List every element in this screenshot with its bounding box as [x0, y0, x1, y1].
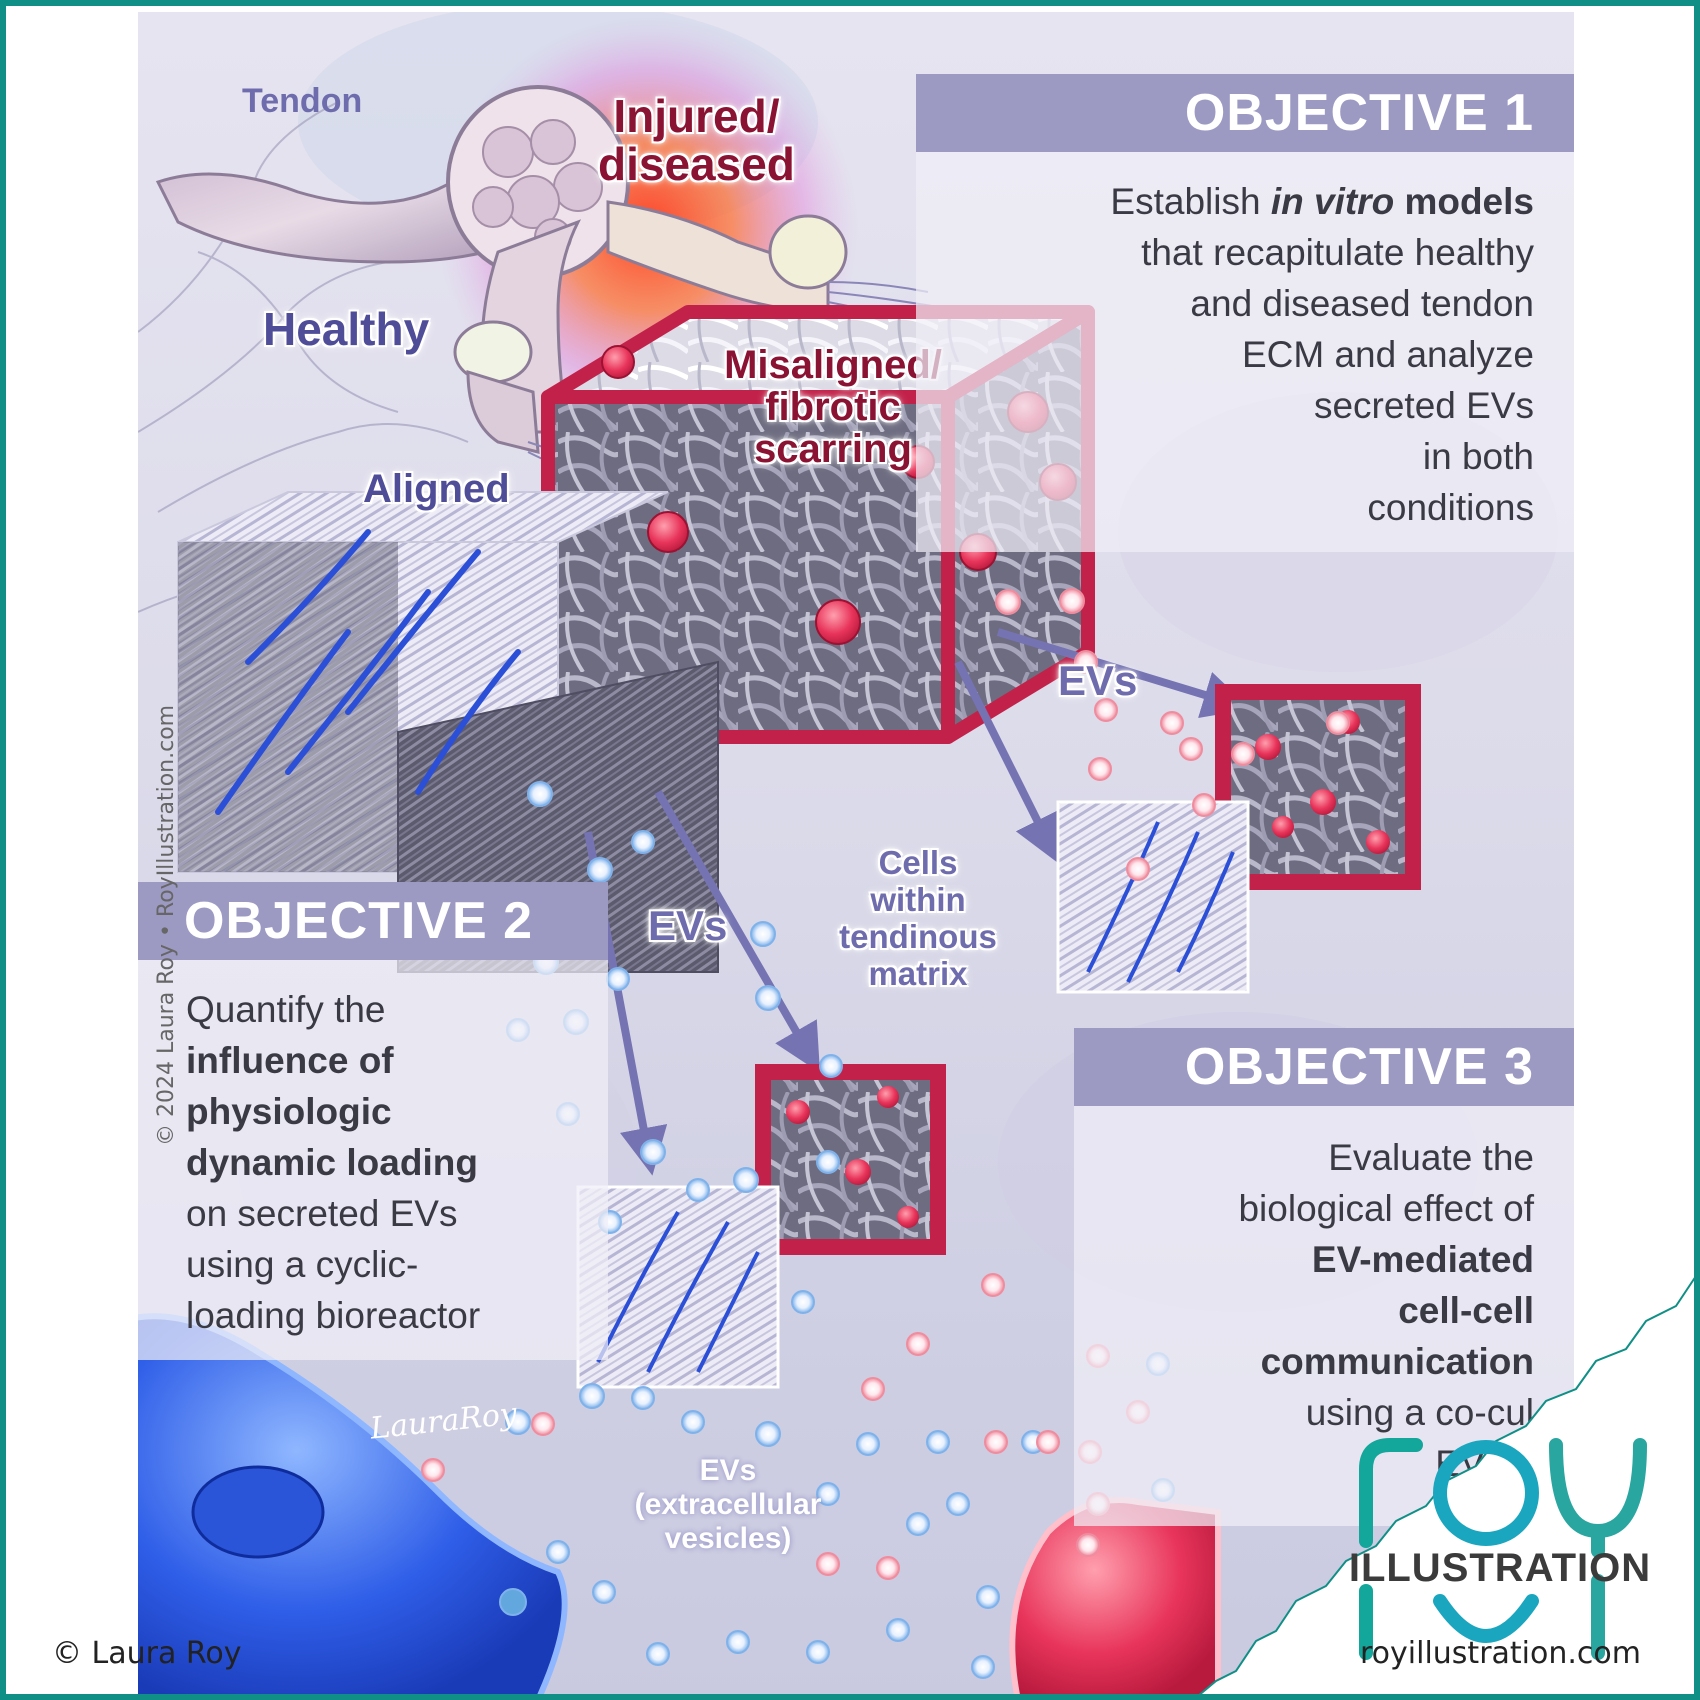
injured-label: Injured/ diseased	[598, 92, 795, 188]
objective-text-line: EV-mediated	[1078, 1234, 1534, 1285]
objective-text-run: biological effect of	[1238, 1188, 1534, 1229]
objective-text-line: Evaluate the	[1078, 1132, 1534, 1183]
objective-text-run: using a cyclic-	[186, 1244, 419, 1285]
blue-cell	[138, 1313, 568, 1694]
objective-text-run: communication	[1260, 1341, 1534, 1382]
objective-text-line: using a cyclic-	[186, 1239, 606, 1290]
evs-extracellular-line-3: vesicles)	[664, 1522, 792, 1555]
injured-label-line-2: diseased	[598, 138, 795, 190]
cells-within-label: Cells within tendinous matrix	[818, 844, 1018, 992]
cells-within-line-2: within	[870, 881, 966, 918]
objective-text-run: secreted EVs	[1313, 385, 1534, 426]
objective-text-line: secreted EVs	[918, 380, 1534, 431]
objective-text-line: influence of	[186, 1035, 606, 1086]
objective-text-run: Establish	[1110, 181, 1271, 222]
cells-within-line-3: tendinous	[839, 918, 997, 955]
roy-illustration-logo: ILLUSTRATION	[1349, 1438, 1651, 1660]
objective-text-line: physiologic	[186, 1086, 606, 1137]
objective-text-line: conditions	[918, 482, 1534, 533]
result-panel-fibrotic-top	[1215, 684, 1421, 890]
objective-2-title: OBJECTIVE 2	[184, 892, 534, 950]
result-panel-aligned-top	[1056, 800, 1250, 994]
objective-1-banner: OBJECTIVE 1	[916, 74, 1574, 152]
vertical-copyright-credit: © 2024 Laura Roy • RoyIllustration.com	[154, 704, 179, 1146]
cells-within-line-1: Cells	[878, 844, 958, 881]
objective-text-run: and diseased tendon	[1190, 283, 1534, 324]
objective-text-run: physiologic	[186, 1091, 392, 1132]
objective-text-line: in both	[918, 431, 1534, 482]
cells-within-line-4: matrix	[868, 955, 968, 992]
objective-text-line: on secreted EVs	[186, 1188, 606, 1239]
objective-text-run: using a co-cul	[1305, 1392, 1534, 1433]
aligned-label: Aligned	[363, 467, 510, 511]
objective-text-run: ECM and analyze	[1241, 334, 1534, 375]
misaligned-label-line-2: fibrotic	[765, 385, 901, 429]
objective-text-line: and diseased tendon	[918, 278, 1534, 329]
evs-extracellular-line-1: EVs	[699, 1454, 757, 1487]
extracellular-vesicles	[421, 588, 1350, 1679]
result-panel-fibrotic-bottom	[755, 1064, 946, 1255]
objective-text-line: dynamic loading	[186, 1137, 606, 1188]
objective-text-line: loading bioreactor	[186, 1290, 606, 1341]
objective-text-line: cell-cell	[1078, 1285, 1534, 1336]
misaligned-label: Misaligned/ fibrotic scarring	[698, 344, 968, 470]
objective-3-title: OBJECTIVE 3	[1184, 1038, 1534, 1096]
objective-text-run: dynamic loading	[186, 1142, 478, 1183]
objective-1-text: Establish in vitro models that recapitula…	[918, 176, 1534, 533]
objective-3-text: Evaluate the biological effect of EV-media…	[1078, 1132, 1534, 1489]
evs-label-right: EVs	[1058, 657, 1138, 704]
objective-text-line: using a co-cul	[1078, 1387, 1534, 1438]
objective-text-line: communication	[1078, 1336, 1534, 1387]
logo-word: ILLUSTRATION	[1349, 1546, 1651, 1590]
injured-label-line-1: Injured/	[613, 90, 780, 142]
bottom-copyright: © Laura Roy	[52, 1636, 242, 1671]
objective-text-run: cell-cell	[1398, 1290, 1534, 1331]
objective-text-run: EV-mediated	[1311, 1239, 1534, 1280]
objective-3-banner: OBJECTIVE 3	[1074, 1028, 1574, 1106]
objective-text-run: in both	[1422, 436, 1534, 477]
objective-1-panel	[916, 152, 1574, 552]
objective-1-title: OBJECTIVE 1	[1184, 84, 1534, 142]
misaligned-label-line-1: Misaligned/	[724, 343, 942, 387]
objective-text-run: conditions	[1367, 487, 1534, 528]
objective-text-run: influence of	[186, 1040, 394, 1081]
objective-text-line: ECM and analyze	[918, 329, 1534, 380]
objective-text-run: models	[1394, 181, 1534, 222]
objective-text-line: that recapitulate healthy	[918, 227, 1534, 278]
evs-extracellular-line-2: (extracellular	[634, 1488, 822, 1521]
objective-2-panel	[138, 960, 608, 1360]
objective-text-run: Evaluate the	[1328, 1137, 1534, 1178]
objective-text-run: Quantify the	[186, 989, 386, 1030]
illustration-artwork: Tendon Injured/ diseased Healthy Misalig…	[138, 12, 1574, 1694]
tendon-illustration	[155, 85, 939, 488]
misaligned-label-line-3: scarring	[754, 427, 912, 471]
objective-text-run: on secreted EVs	[186, 1193, 458, 1234]
objective-2-text: Quantify the influence of physiologic dynam…	[186, 984, 606, 1341]
objective-text-line: Establish in vitro models	[918, 176, 1534, 227]
logo-url: royillustration.com	[1360, 1636, 1641, 1671]
objective-text-run: loading bioreactor	[186, 1295, 481, 1336]
objective-text-run: that recapitulate healthy	[1141, 232, 1534, 273]
evs-label-left: EVs	[648, 902, 728, 949]
objective-text-line: Quantify the	[186, 984, 606, 1035]
objective-2-banner: OBJECTIVE 2	[138, 882, 608, 960]
healthy-label: Healthy	[263, 303, 430, 355]
evs-extracellular-label: EVs (extracellular vesicles)	[598, 1454, 858, 1556]
tendon-label: Tendon	[242, 82, 363, 120]
objective-text-line: biological effect of	[1078, 1183, 1534, 1234]
objective-text-run: in vitro	[1270, 181, 1395, 222]
